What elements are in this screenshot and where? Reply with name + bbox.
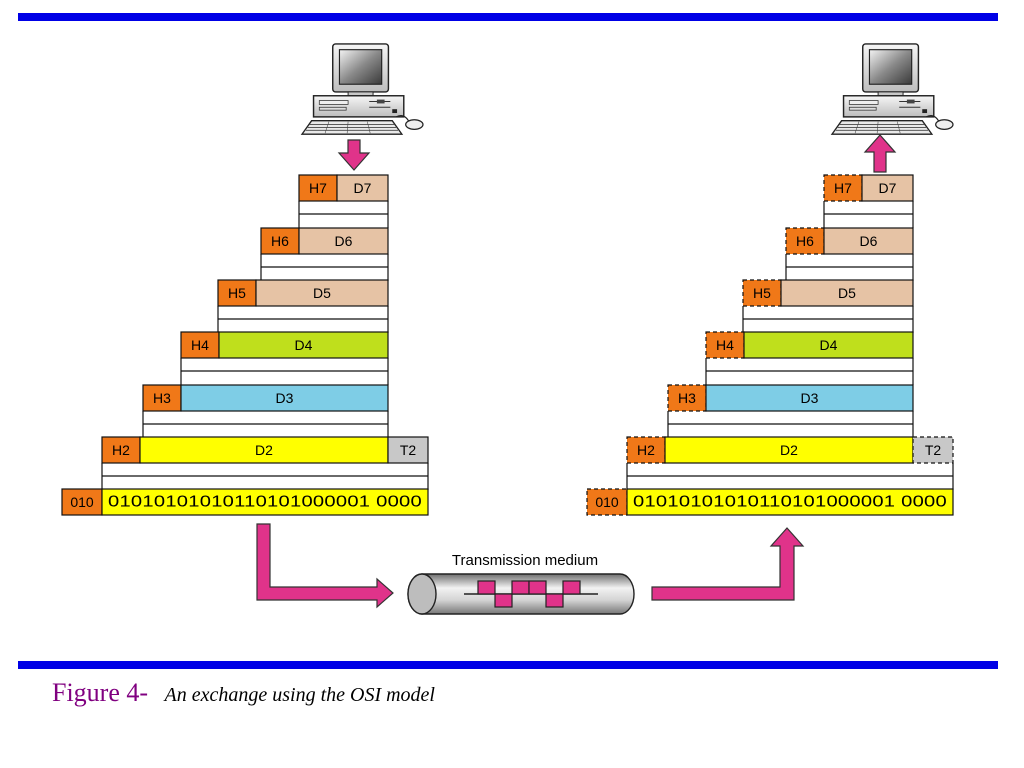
layer-header-box: [298, 174, 338, 202]
transmission-medium: Transmission medium: [407, 552, 635, 615]
layer-data-box: [705, 384, 914, 412]
layer-data-label: D5: [838, 285, 856, 301]
figure-caption: Figure 4- An exchange using the OSI mode…: [52, 678, 435, 708]
layer-data-label: D4: [820, 337, 838, 353]
layer-data-box: [298, 227, 389, 255]
layer-trailer-box: [387, 436, 429, 464]
bits-stream-label: 01010101010110101000001 0000: [633, 494, 947, 511]
layer-data-box: [780, 279, 914, 307]
layer-trailer-box: [912, 436, 954, 464]
layer-data-label: D6: [860, 233, 878, 249]
layer-header-label: H7: [834, 180, 852, 196]
layer-data-label: D2: [255, 442, 273, 458]
layer-data-box: [743, 331, 914, 359]
layer-header-box: [785, 227, 825, 255]
figure-number: Figure 4-: [52, 678, 149, 707]
layer-trailer-label: T2: [925, 442, 942, 458]
layer-header-label: H2: [112, 442, 130, 458]
top-rule: [18, 13, 998, 21]
layer-header-label: H4: [191, 337, 209, 353]
layer-header-label: H5: [753, 285, 771, 301]
receiver-up-arrow-icon: [863, 134, 897, 173]
layer-data-box: [255, 279, 389, 307]
layer-trailer-label: T2: [400, 442, 417, 458]
receiver-computer-icon: [831, 43, 954, 135]
layer-data-label: D3: [276, 390, 294, 406]
layer-header-box: [705, 331, 745, 359]
layer-data-label: D6: [335, 233, 353, 249]
bits-stream-box: [626, 488, 954, 516]
layer-header-label: H4: [716, 337, 734, 353]
bits-stream-label: 01010101010110101000001 0000: [108, 494, 422, 511]
figure-title: An exchange using the OSI model: [164, 684, 435, 706]
bottom-rule: [18, 661, 998, 669]
layer-data-label: D7: [354, 180, 372, 196]
layer-header-label: H3: [153, 390, 171, 406]
layer-data-label: D4: [295, 337, 313, 353]
layer-data-label: D3: [801, 390, 819, 406]
layer-header-label: H7: [309, 180, 327, 196]
sender-computer-icon: [301, 43, 424, 135]
layer-data-box: [218, 331, 389, 359]
bits-header-box: [61, 488, 103, 516]
layer-data-label: D7: [879, 180, 897, 196]
cable-signal-icon: [407, 573, 635, 615]
bits-stream-box: [101, 488, 429, 516]
bits-header-box: [586, 488, 628, 516]
medium-to-receiver-arrow-icon: [651, 527, 805, 601]
sender-down-arrow-icon: [337, 139, 371, 171]
layer-data-box: [861, 174, 914, 202]
layer-header-label: H6: [271, 233, 289, 249]
layer-header-box: [180, 331, 220, 359]
layer-header-box: [101, 436, 141, 464]
sender-to-medium-arrow-icon: [256, 523, 394, 609]
layer-header-label: H6: [796, 233, 814, 249]
layer-data-label: D5: [313, 285, 331, 301]
bits-header-label: 010: [595, 494, 619, 510]
layer-data-label: D2: [780, 442, 798, 458]
transmission-medium-label: Transmission medium: [452, 552, 598, 569]
layer-header-label: H5: [228, 285, 246, 301]
layer-header-label: H3: [678, 390, 696, 406]
layer-data-box: [823, 227, 914, 255]
layer-data-box: [336, 174, 389, 202]
layer-data-box: [139, 436, 389, 464]
layer-header-box: [260, 227, 300, 255]
layer-data-box: [180, 384, 389, 412]
layer-header-label: H2: [637, 442, 655, 458]
bits-header-label: 010: [70, 494, 94, 510]
